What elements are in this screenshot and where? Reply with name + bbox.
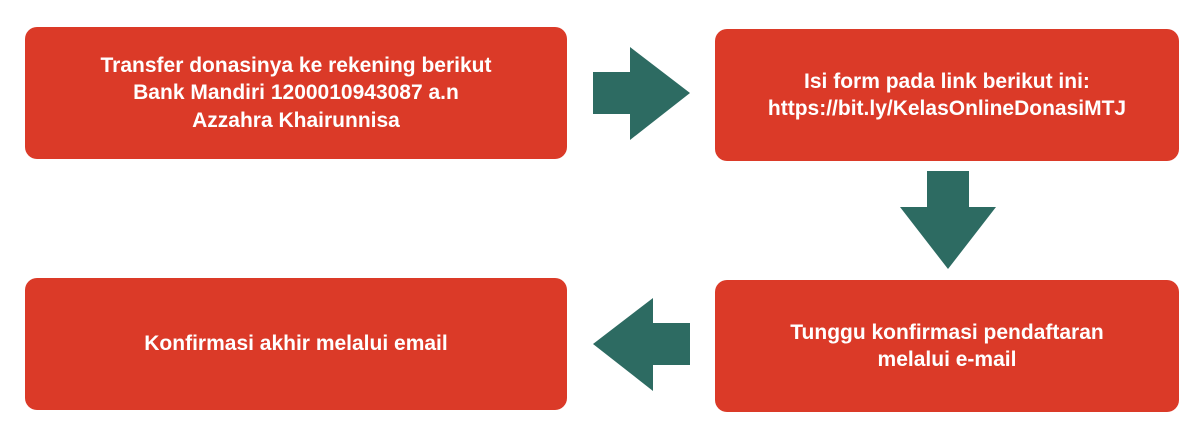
step-transfer-box: Transfer donasinya ke rekening berikut B… xyxy=(25,27,567,159)
step-final-confirmation-text: Konfirmasi akhir melalui email xyxy=(144,330,447,357)
step-wait-line-1: Tunggu konfirmasi pendaftaran xyxy=(790,320,1104,344)
arrow-left-icon xyxy=(593,298,690,391)
step-transfer-line-3: Azzahra Khairunnisa xyxy=(192,108,400,132)
step-wait-confirmation-text: Tunggu konfirmasi pendaftaran melalui e-… xyxy=(790,319,1103,374)
step-fill-form-line-1: Isi form pada link berikut ini: xyxy=(804,69,1090,93)
step-transfer-line-2: Bank Mandiri 1200010943087 a.n xyxy=(133,81,459,105)
step-fill-form-box: Isi form pada link berikut ini: https://… xyxy=(715,29,1179,161)
step-fill-form-text: Isi form pada link berikut ini: https://… xyxy=(768,68,1126,123)
step-final-line-1: Konfirmasi akhir melalui email xyxy=(144,332,448,356)
arrow-right-icon xyxy=(593,47,690,140)
step-transfer-text: Transfer donasinya ke rekening berikut B… xyxy=(101,52,492,134)
step-fill-form-link: https://bit.ly/KelasOnlineDonasiMTJ xyxy=(767,97,1127,120)
step-wait-line-2: melalui e-mail xyxy=(877,348,1017,371)
step-final-confirmation-box: Konfirmasi akhir melalui email xyxy=(25,278,567,410)
arrow-down-icon xyxy=(900,171,996,269)
step-transfer-line-1: Transfer donasinya ke rekening berikut xyxy=(100,54,492,78)
step-wait-confirmation-box: Tunggu konfirmasi pendaftaran melalui e-… xyxy=(715,280,1179,412)
